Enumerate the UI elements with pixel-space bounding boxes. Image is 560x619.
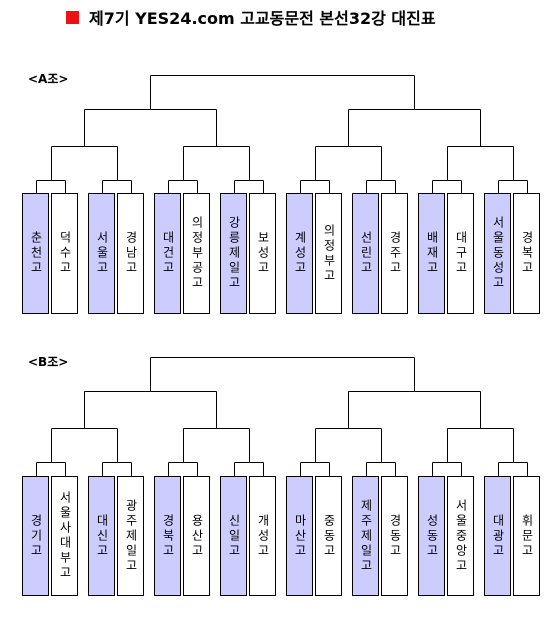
team-name: 강릉제일고	[227, 216, 241, 291]
team-box: 의정부고	[315, 193, 342, 314]
team-box: 광주제일고	[117, 476, 144, 596]
team-box: 경동고	[381, 476, 408, 596]
team-box: 경북고	[154, 476, 181, 596]
team-name: 신일고	[227, 513, 241, 559]
team-name: 의정부공고	[190, 216, 204, 291]
team-box: 마산고	[286, 476, 313, 596]
group-a-label: <A조>	[28, 72, 69, 86]
team-name: 경북고	[161, 513, 175, 559]
team-name: 서울고	[95, 231, 109, 276]
bracket-round2-match	[183, 428, 250, 463]
team-box: 선린고	[352, 193, 379, 314]
bracket-round2-match	[315, 428, 382, 463]
team-name: 선린고	[359, 231, 373, 276]
team-box: 서울사대부고	[51, 476, 78, 596]
team-name: 대구고	[454, 231, 468, 276]
team-name: 개성고	[256, 513, 270, 559]
team-name: 대신고	[95, 513, 109, 559]
team-name: 계성고	[293, 231, 307, 276]
team-box: 서울동성고	[484, 193, 511, 314]
team-name: 서울동성고	[491, 216, 505, 291]
team-box: 서울중앙고	[447, 476, 474, 596]
team-box: 춘천고	[22, 193, 49, 314]
team-name: 마산고	[293, 513, 307, 559]
team-box: 경주고	[381, 193, 408, 314]
team-box: 의정부공고	[183, 193, 210, 314]
bracket-round1-match	[102, 462, 132, 476]
title-bullet-icon	[66, 10, 79, 24]
team-name: 경주고	[388, 231, 402, 276]
team-box: 용산고	[183, 476, 210, 596]
team-box: 대신고	[88, 476, 115, 596]
bracket-round2-match	[51, 428, 118, 463]
bracket-round1-match	[432, 462, 462, 476]
bracket-round1-match	[234, 462, 264, 476]
title-text: 제7기 YES24.com 고교동문전 본선32강 대진표	[89, 9, 436, 28]
team-box: 휘문고	[513, 476, 540, 596]
bracket-round1-match	[168, 462, 198, 476]
team-box: 대구고	[447, 193, 474, 314]
team-name: 경복고	[520, 231, 534, 276]
team-name: 중동고	[322, 513, 336, 559]
team-name: 대광고	[491, 513, 505, 559]
team-box: 경기고	[22, 476, 49, 596]
team-box: 배재고	[418, 193, 445, 314]
team-box: 보성고	[249, 193, 276, 314]
group-b-label: <B조>	[28, 355, 69, 369]
page-title: 제7기 YES24.com 고교동문전 본선32강 대진표	[66, 6, 436, 28]
team-name: 춘천고	[29, 231, 43, 276]
bracket-round3-match	[348, 391, 481, 429]
team-box: 강릉제일고	[220, 193, 247, 314]
bracket-group-final	[150, 75, 415, 110]
team-box: 경남고	[117, 193, 144, 314]
team-name: 경남고	[124, 231, 138, 276]
team-name: 대건고	[161, 231, 175, 276]
team-name: 경동고	[388, 513, 402, 559]
team-box: 개성고	[249, 476, 276, 596]
team-box: 성동고	[418, 476, 445, 596]
team-box: 덕수고	[51, 193, 78, 314]
team-name: 광주제일고	[124, 498, 138, 574]
team-box: 경복고	[513, 193, 540, 314]
team-name: 보성고	[256, 231, 270, 276]
team-box: 계성고	[286, 193, 313, 314]
team-name: 휘문고	[520, 513, 534, 559]
team-box: 신일고	[220, 476, 247, 596]
bracket-round1-match	[498, 462, 528, 476]
bracket-round1-match	[36, 462, 66, 476]
team-box: 대광고	[484, 476, 511, 596]
team-box: 서울고	[88, 193, 115, 314]
team-name: 성동고	[425, 513, 439, 559]
bracket-round1-match	[366, 462, 396, 476]
team-name: 경기고	[29, 513, 43, 559]
bracket-round3-match	[84, 391, 217, 429]
team-name: 용산고	[190, 513, 204, 559]
team-box: 대건고	[154, 193, 181, 314]
bracket-round1-match	[300, 462, 330, 476]
team-box: 중동고	[315, 476, 342, 596]
team-name: 덕수고	[58, 231, 72, 276]
team-name: 배재고	[425, 231, 439, 276]
team-name: 제주제일고	[359, 498, 373, 574]
team-name: 서울중앙고	[454, 498, 468, 574]
bracket-group-final	[150, 357, 415, 392]
team-box: 제주제일고	[352, 476, 379, 596]
team-name: 의정부고	[322, 223, 336, 284]
bracket-round2-match	[447, 428, 514, 463]
team-name: 서울사대부고	[58, 491, 72, 581]
